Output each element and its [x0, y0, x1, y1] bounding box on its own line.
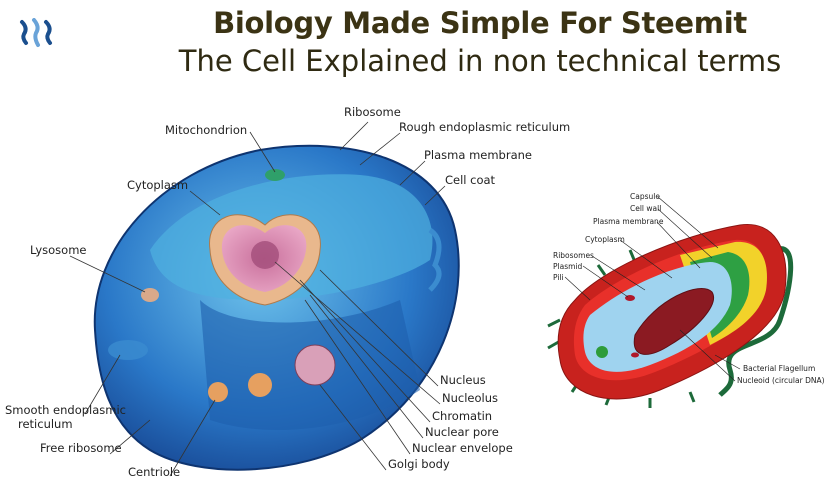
steemit-logo	[20, 18, 52, 47]
label-nuclear-envelope: Nuclear envelope	[412, 441, 513, 455]
label-cell-wall: Cell wall	[630, 204, 662, 213]
label-smooth-er-line1: Smooth endoplasmic	[5, 403, 126, 417]
animal-cell-leader-lines	[69, 121, 446, 477]
label-chromatin: Chromatin	[432, 409, 493, 423]
label-mitochondrion: Mitochondrion	[165, 123, 248, 137]
label-centriole: Centriole	[128, 465, 181, 479]
lysosome-shape	[141, 288, 159, 302]
label-cytoplasm-bacterial: Cytoplasm	[585, 235, 625, 244]
label-plasma-membrane-bacterial: Plasma membrane	[593, 217, 664, 226]
label-plasma-membrane: Plasma membrane	[424, 148, 532, 162]
page-subtitle: The Cell Explained in non technical term…	[178, 44, 782, 78]
label-free-ribosome: Free ribosome	[40, 441, 122, 455]
label-lysosome: Lysosome	[30, 243, 87, 257]
label-cell-coat: Cell coat	[445, 173, 496, 187]
label-nuclear-pore: Nuclear pore	[425, 425, 499, 439]
nucleus-shape	[209, 214, 321, 306]
label-pili: Pili	[553, 273, 564, 282]
page-title: Biology Made Simple For Steemit	[213, 6, 747, 40]
label-nucleolus: Nucleolus	[442, 391, 498, 405]
centriole-shape	[248, 373, 272, 397]
golgi-shape	[294, 344, 336, 386]
mitochondrion-shape	[265, 169, 285, 181]
label-rough-er: Rough endoplasmic reticulum	[399, 120, 571, 134]
nucleoid-shape	[633, 288, 714, 355]
flagellum-shape	[718, 246, 794, 397]
bacterial-leader-lines	[564, 196, 741, 382]
label-cytoplasm: Cytoplasm	[127, 178, 189, 192]
label-capsule: Capsule	[630, 192, 660, 201]
label-nucleoid: Nucleoid (circular DNA)	[737, 376, 825, 385]
label-ribosomes: Ribosomes	[553, 251, 594, 260]
label-plasmid: Plasmid	[553, 262, 583, 271]
label-nucleus: Nucleus	[440, 373, 486, 387]
label-golgi-body: Golgi body	[388, 457, 450, 471]
label-ribosome: Ribosome	[344, 105, 401, 119]
label-smooth-er-line2: reticulum	[18, 417, 73, 431]
label-flagellum: Bacterial Flagellum	[743, 364, 816, 373]
